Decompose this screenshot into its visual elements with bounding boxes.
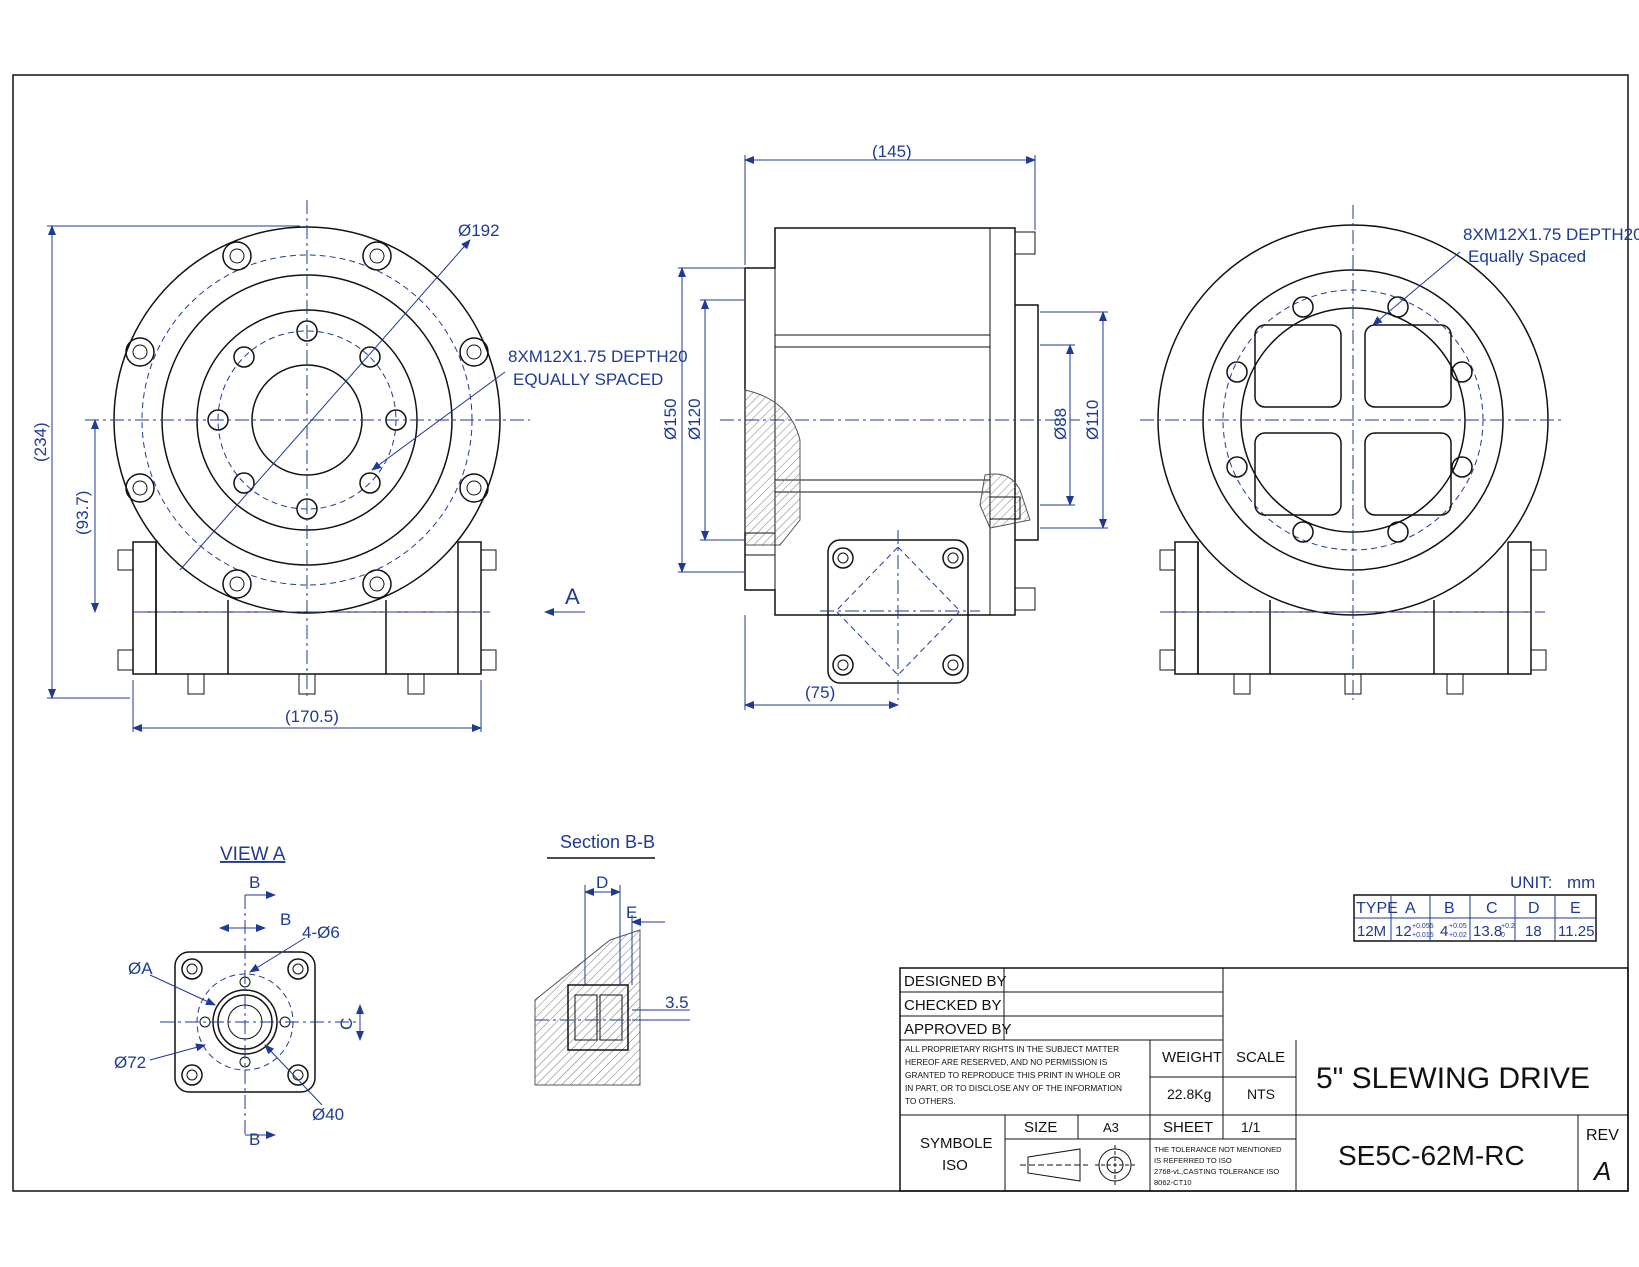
front-view xyxy=(47,200,585,732)
section-bb-dim-d: D xyxy=(596,873,608,892)
scale-label: SCALE xyxy=(1236,1049,1285,1066)
view-a-dim-b: B xyxy=(280,910,291,929)
section-bb-dim-e: E xyxy=(626,903,637,922)
table-header-a: A xyxy=(1405,900,1416,917)
rear-thread-note-1: 8XM12X1.75 DEPTH20 xyxy=(1463,225,1639,244)
side-dia-120-label: Ø120 xyxy=(685,398,704,440)
front-width-170-label: (170.5) xyxy=(285,707,339,726)
table-cell-b-tol-lower: +0.02 xyxy=(1449,932,1467,939)
drawing-title: 5" SLEWING DRIVE xyxy=(1316,1062,1590,1095)
type-table xyxy=(1353,894,1597,942)
table-header-e: E xyxy=(1570,900,1581,917)
view-a-dia-72-label: Ø72 xyxy=(114,1053,146,1072)
table-cell-type: 12M xyxy=(1357,923,1386,940)
table-header-b: B xyxy=(1444,900,1455,917)
table-cell-b: 4 xyxy=(1440,923,1448,940)
rear-thread-note-2: Equally Spaced xyxy=(1468,247,1586,266)
tolerance-line: 8062-CT10 xyxy=(1154,1178,1192,1187)
front-height-234-label: (234) xyxy=(31,422,50,462)
table-cell-d: 18 xyxy=(1525,923,1542,940)
rear-view xyxy=(1140,205,1565,700)
table-header-c: C xyxy=(1486,900,1498,917)
rights-line: IN PART, OR TO DISCLOSE ANY OF THE INFOR… xyxy=(905,1083,1122,1093)
table-cell-c-tol-lower: 0 xyxy=(1501,932,1505,939)
sheet-value: 1/1 xyxy=(1241,1119,1261,1135)
table-cell-e: 11.25 xyxy=(1558,923,1594,940)
side-width-145-label: (145) xyxy=(872,142,912,161)
section-bb-title: Section B-B xyxy=(560,832,655,852)
front-height-93-label: (93.7) xyxy=(73,491,92,535)
checked-by-label: CHECKED BY xyxy=(904,997,1002,1014)
weight-value: 22.8Kg xyxy=(1167,1086,1211,1102)
size-value: A3 xyxy=(1103,1120,1119,1135)
table-cell-c: 13.8 xyxy=(1473,923,1502,940)
view-arrow-label: A xyxy=(565,584,580,609)
rights-line: TO OTHERS. xyxy=(905,1096,956,1106)
scale-value: NTS xyxy=(1247,1086,1275,1102)
front-thread-note-1: 8XM12X1.75 DEPTH20 xyxy=(508,347,688,366)
side-view xyxy=(678,155,1108,710)
tolerance-line: 2768-vL,CASTING TOLERANCE ISO xyxy=(1154,1167,1279,1176)
tolerance-line: IS REFERRED TO ISO xyxy=(1154,1156,1232,1165)
view-a-holes-label: 4-Ø6 xyxy=(302,923,340,942)
designed-by-label: DESIGNED BY xyxy=(904,973,1007,990)
symbole-label: SYMBOLE xyxy=(920,1135,993,1152)
rights-line: HEREOF ARE RESERVED, AND NO PERMISSION I… xyxy=(905,1057,1108,1067)
part-number: SE5C-62M-RC xyxy=(1338,1140,1525,1171)
view-a-dim-c: C xyxy=(337,1018,356,1030)
view-a-title: VIEW A xyxy=(220,844,286,865)
title-block xyxy=(899,967,1629,1192)
weight-label: WEIGHT xyxy=(1162,1049,1222,1066)
table-header-d: D xyxy=(1528,900,1540,917)
unit-value: mm xyxy=(1567,873,1595,892)
rights-line: GRANTED TO REPRODUCE THIS PRINT IN WHOLE… xyxy=(905,1070,1121,1080)
type-table-headers: TYPE A B C D E xyxy=(1356,900,1581,917)
view-a-section-mark-top: B xyxy=(249,873,260,892)
tolerance-note: THE TOLERANCE NOT MENTIONED IS REFERRED … xyxy=(1154,1145,1282,1187)
view-a-section-mark-bottom: B xyxy=(249,1130,260,1149)
front-thread-note-2: EQUALLY SPACED xyxy=(513,370,663,389)
tolerance-line: THE TOLERANCE NOT MENTIONED xyxy=(1154,1145,1282,1154)
table-header-type: TYPE xyxy=(1356,900,1398,917)
type-table-row: 12M 12 +0.055 +0.015 4 +0.05 +0.02 13.8 … xyxy=(1357,923,1594,940)
approved-by-label: APPROVED BY xyxy=(904,1021,1012,1038)
table-cell-a-tol-lower: +0.015 xyxy=(1412,932,1434,939)
table-cell-a: 12 xyxy=(1395,923,1412,940)
table-cell-b-tol-upper: +0.05 xyxy=(1449,923,1467,930)
unit-label: UNIT: xyxy=(1510,873,1553,892)
section-bb xyxy=(534,857,690,1086)
size-label: SIZE xyxy=(1024,1119,1057,1136)
rights-notice: ALL PROPRIETARY RIGHTS IN THE SUBJECT MA… xyxy=(905,1044,1122,1106)
sheet-label: SHEET xyxy=(1163,1119,1213,1136)
table-cell-c-tol-upper: +0.2 xyxy=(1501,923,1515,930)
outer-bolt-holes xyxy=(125,241,489,599)
rights-line: ALL PROPRIETARY RIGHTS IN THE SUBJECT MA… xyxy=(905,1044,1119,1054)
iso-label: ISO xyxy=(942,1157,968,1174)
rev-value: A xyxy=(1592,1156,1611,1186)
section-bb-dim-35: 3.5 xyxy=(665,993,689,1012)
side-dia-150-label: Ø150 xyxy=(661,398,680,440)
drawing-border xyxy=(12,74,1629,1192)
side-dia-110-label: Ø110 xyxy=(1083,400,1102,440)
table-cell-a-tol-upper: +0.055 xyxy=(1412,923,1434,930)
side-offset-75-label: (75) xyxy=(805,683,835,702)
rev-label: REV xyxy=(1586,1127,1619,1144)
front-dia-192-label: Ø192 xyxy=(458,221,500,240)
view-a-dia-a-label: ØA xyxy=(128,959,153,978)
view-a-dia-40-label: Ø40 xyxy=(312,1105,344,1124)
view-a xyxy=(149,891,364,1139)
side-dia-88-label: Ø88 xyxy=(1051,408,1070,440)
